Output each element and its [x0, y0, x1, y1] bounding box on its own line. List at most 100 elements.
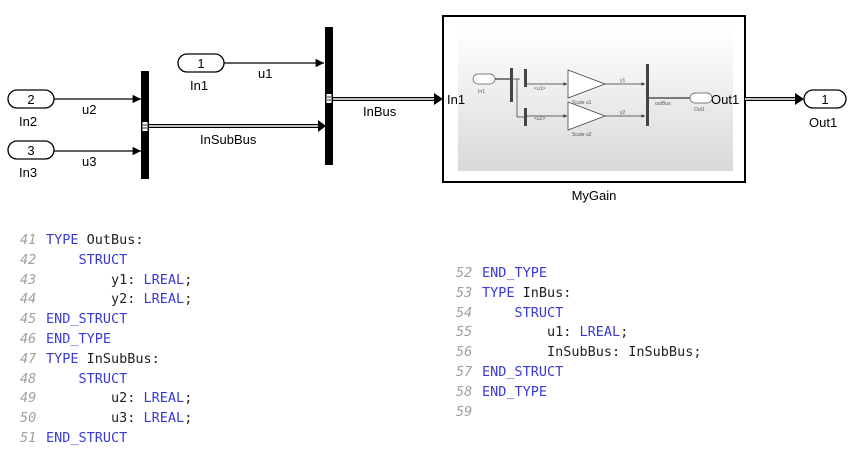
inner-out-port-label: Out1 [694, 107, 705, 113]
subsystem-mygain[interactable]: In1 Out1 MyGain In1 <u1> <u2> Scale u1 S… [442, 15, 746, 203]
inport-in2-number: 2 [27, 92, 34, 107]
code-line: 41 TYPE OutBus: [20, 231, 192, 251]
line-number: 51 [20, 429, 37, 446]
inport-in1[interactable]: 1 In1 [177, 53, 225, 93]
inport-in2-name: In2 [19, 114, 37, 129]
code-keyword: LREAL [143, 410, 185, 427]
signal-u3[interactable]: u3 [54, 146, 141, 169]
line-number: 44 [20, 291, 37, 308]
line-number: 41 [20, 232, 37, 248]
signal-outbus[interactable] [745, 93, 804, 105]
line-number: 52 [456, 265, 473, 281]
code-line: 45 END_STRUCT [20, 310, 192, 330]
line-number: 42 [20, 251, 37, 268]
code-line: 50 u3: LREAL; [20, 409, 192, 429]
code-text: ; [184, 271, 193, 288]
line-number: 53 [456, 284, 473, 301]
line-number: 47 [20, 350, 37, 367]
code-text: InSubBus: InSubBus; [482, 344, 702, 361]
code-text: y1: [46, 271, 144, 288]
code-text: y2: [46, 291, 144, 308]
subsystem-thumbnail: In1 <u1> <u2> Scale u1 Scale u2 y1 y2 ou… [472, 64, 713, 138]
code-line: 54 STRUCT [456, 304, 701, 324]
inport-in3-number: 3 [27, 143, 34, 158]
code-keyword: TYPE [46, 232, 79, 248]
bus-creator-2[interactable] [325, 27, 333, 165]
inner-in-port-label: In1 [478, 89, 485, 95]
code-line: 59 [456, 403, 701, 423]
inner-bus-out-label: outBus [655, 101, 671, 107]
code-text: u1: [482, 324, 580, 341]
signal-u3-label: u3 [82, 154, 96, 169]
signal-u2-label: u2 [82, 102, 96, 117]
subsystem-out-label: Out1 [711, 92, 739, 107]
inport-in1-number: 1 [197, 56, 204, 71]
line-number: 45 [20, 311, 37, 328]
code-keyword: END_STRUCT [46, 429, 128, 446]
code-text: InBus: [514, 284, 572, 301]
line-number: 48 [20, 370, 37, 387]
code-text: ; [184, 410, 193, 427]
code-keyword: STRUCT [46, 251, 128, 268]
line-number: 43 [20, 271, 37, 288]
code-line: 49 u2: LREAL; [20, 389, 192, 409]
inner-y1-label: y1 [620, 78, 626, 84]
code-keyword: END_TYPE [482, 383, 548, 400]
code-keyword: END_TYPE [482, 265, 548, 281]
code-line: 58 END_TYPE [456, 383, 701, 403]
signal-u1[interactable]: u1 [224, 58, 324, 81]
subsystem-name: MyGain [572, 188, 617, 203]
inner-selector-1: <u1> [534, 86, 545, 92]
signal-insubbus-label: InSubBus [200, 132, 257, 147]
code-text: InSubBus: [78, 350, 160, 367]
code-line: 56 InSubBus: InSubBus; [456, 343, 701, 363]
inner-gain-1-label: Scale u1 [572, 100, 592, 106]
signal-inbus[interactable]: InBus [333, 93, 443, 119]
code-keyword: TYPE [482, 284, 515, 301]
code-line: 53 TYPE InBus: [456, 284, 701, 304]
inner-y2-label: y2 [620, 110, 626, 116]
code-text: ; [184, 291, 193, 308]
inport-in1-name: In1 [190, 78, 208, 93]
line-number: 59 [456, 403, 473, 420]
simulink-diagram: 1 In1 u1 2 In2 u2 3 In3 u3 InSubBus [7, 15, 847, 203]
code-line: 55 u1: LREAL; [456, 323, 701, 343]
inport-in3-name: In3 [19, 165, 37, 180]
line-number: 46 [20, 330, 37, 347]
outport-out1[interactable]: 1 Out1 [803, 89, 847, 130]
code-keyword: LREAL [143, 390, 185, 407]
outport-out1-number: 1 [821, 92, 828, 107]
code-line: 42 STRUCT [20, 251, 192, 271]
code-text: OutBus: [78, 232, 144, 248]
line-number: 57 [456, 363, 473, 380]
subsystem-in-label: In1 [447, 92, 465, 107]
line-number: 55 [456, 324, 473, 341]
line-number: 50 [20, 410, 37, 427]
inner-selector-2: <u2> [534, 116, 545, 122]
code-text: ; [620, 324, 629, 341]
code-text: u2: [46, 390, 144, 407]
code-line: 43 y1: LREAL; [20, 271, 192, 291]
code-keyword: STRUCT [482, 304, 564, 321]
signal-u1-label: u1 [258, 66, 272, 81]
inport-in3[interactable]: 3 In3 [7, 140, 55, 180]
code-keyword: END_STRUCT [46, 311, 128, 328]
code-line: 51 END_STRUCT [20, 429, 192, 449]
inport-in2[interactable]: 2 In2 [7, 89, 55, 129]
signal-u2[interactable]: u2 [54, 94, 141, 117]
bus-creator-1[interactable] [141, 71, 149, 179]
code-keyword: STRUCT [46, 370, 128, 387]
code-keyword: LREAL [143, 271, 185, 288]
code-line: 48 STRUCT [20, 370, 192, 390]
line-number: 58 [456, 383, 473, 400]
line-number: 56 [456, 344, 473, 361]
code-text: ; [184, 390, 193, 407]
signal-insubbus[interactable]: InSubBus [149, 120, 326, 147]
inner-gain-2-label: Scale u2 [572, 132, 592, 138]
outport-out1-name: Out1 [809, 115, 837, 130]
